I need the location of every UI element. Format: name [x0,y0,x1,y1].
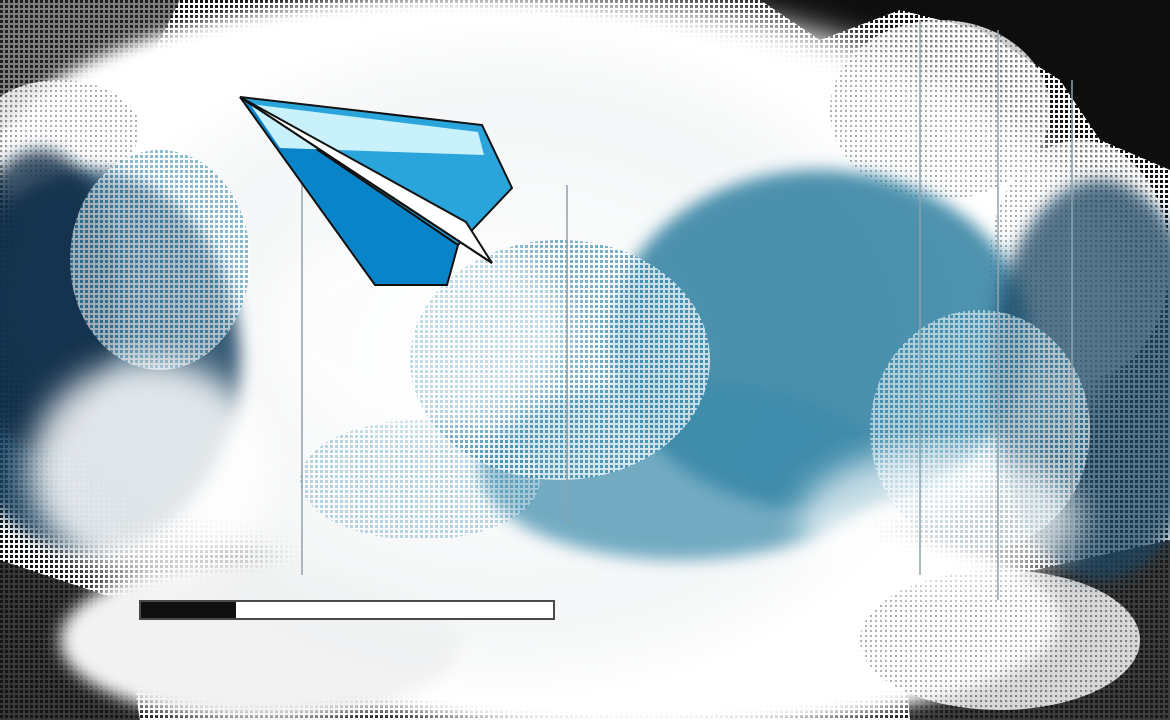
loading-progress-bar [139,600,555,620]
loading-progress-fill [141,602,236,618]
cloud-highlights [30,230,1080,590]
vertical-streaks [301,20,1073,600]
blue-cloud-layer [0,150,1170,580]
